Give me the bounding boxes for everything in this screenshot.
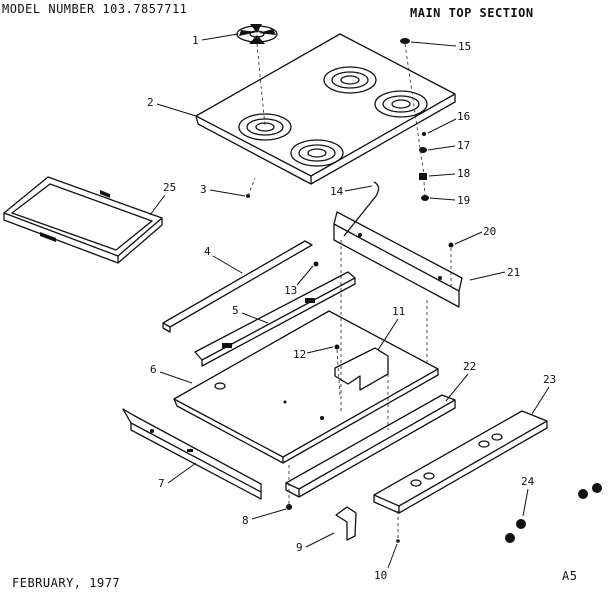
- callout-16: 16: [427, 110, 470, 134]
- callout-18: 18: [428, 167, 470, 180]
- svg-text:8: 8: [242, 514, 249, 527]
- svg-text:3: 3: [200, 183, 207, 196]
- callouts: 1 2 3 4 5 6 7 8 9 10 11 12 13 14 15 16 1…: [147, 33, 556, 582]
- front-strip: [162, 240, 313, 333]
- callout-3: 3: [200, 183, 246, 197]
- front-panel: [122, 408, 262, 500]
- callout-25: 25: [149, 181, 176, 216]
- section-title: MAIN TOP SECTION: [410, 6, 534, 20]
- main-top: [195, 33, 456, 185]
- svg-text:13: 13: [284, 284, 297, 297]
- model-number: MODEL NUMBER 103.7857711: [2, 2, 188, 16]
- control-trim: [373, 410, 548, 514]
- page-number: A5: [562, 569, 578, 583]
- svg-text:23: 23: [543, 373, 556, 386]
- valve-bracket-11: [334, 347, 389, 391]
- callout-11: 11: [377, 305, 405, 351]
- callout-14: 14: [330, 185, 373, 198]
- burner-grate: [236, 24, 278, 44]
- callout-7: 7: [158, 462, 197, 490]
- svg-text:20: 20: [483, 225, 496, 238]
- svg-text:5: 5: [232, 304, 239, 317]
- svg-text:18: 18: [457, 167, 470, 180]
- hardware-19: [421, 195, 429, 201]
- svg-text:12: 12: [293, 348, 306, 361]
- svg-text:9: 9: [296, 541, 303, 554]
- svg-text:22: 22: [463, 360, 476, 373]
- callout-8: 8: [242, 508, 287, 527]
- callout-21: 21: [469, 266, 520, 281]
- callout-1: 1: [192, 33, 239, 47]
- callout-5: 5: [232, 304, 269, 324]
- svg-text:6: 6: [150, 363, 157, 376]
- svg-text:1: 1: [192, 34, 199, 47]
- svg-text:10: 10: [374, 569, 387, 582]
- callout-10: 10: [374, 543, 398, 582]
- hardware-10: [396, 539, 400, 543]
- callout-13: 13: [284, 265, 314, 297]
- callout-24: 24: [521, 475, 535, 517]
- svg-text:24: 24: [521, 475, 535, 488]
- svg-text:14: 14: [330, 185, 344, 198]
- clip-9: [335, 506, 357, 541]
- callout-12: 12: [293, 346, 334, 361]
- callout-20: 20: [454, 225, 496, 245]
- callout-22: 22: [445, 360, 476, 402]
- hardware-15: [400, 38, 410, 44]
- callout-9: 9: [296, 532, 335, 554]
- svg-text:25: 25: [163, 181, 176, 194]
- manifold-bracket: [194, 271, 356, 367]
- callout-17: 17: [427, 139, 470, 152]
- alignment-lines: [247, 43, 452, 538]
- svg-text:11: 11: [392, 305, 405, 318]
- hardware-20: [448, 242, 454, 248]
- hardware-18: [419, 173, 427, 180]
- hardware-13: [313, 261, 319, 267]
- hardware-17: [419, 147, 427, 153]
- callout-2: 2: [147, 96, 197, 117]
- svg-text:15: 15: [458, 40, 471, 53]
- svg-text:2: 2: [147, 96, 154, 109]
- callout-23: 23: [531, 373, 556, 415]
- lower-rail: [285, 394, 456, 498]
- svg-text:21: 21: [507, 266, 520, 279]
- hardware-8: [286, 504, 292, 510]
- callout-6: 6: [150, 363, 193, 384]
- svg-text:4: 4: [204, 245, 211, 258]
- rear-bracket: [333, 211, 463, 308]
- svg-text:16: 16: [457, 110, 470, 123]
- svg-text:17: 17: [457, 139, 470, 152]
- griddle-tray: [3, 176, 163, 264]
- callout-15: 15: [410, 40, 471, 53]
- callout-19: 19: [429, 194, 470, 207]
- callout-4: 4: [204, 245, 243, 274]
- hardware-12: [334, 344, 340, 350]
- wire-14: [343, 181, 380, 237]
- burner-box-pan: [173, 310, 439, 464]
- svg-text:19: 19: [457, 194, 470, 207]
- knobs: [505, 483, 602, 543]
- svg-text:7: 7: [158, 477, 165, 490]
- hardware-16: [422, 132, 426, 136]
- footer-date: FEBRUARY, 1977: [12, 576, 121, 590]
